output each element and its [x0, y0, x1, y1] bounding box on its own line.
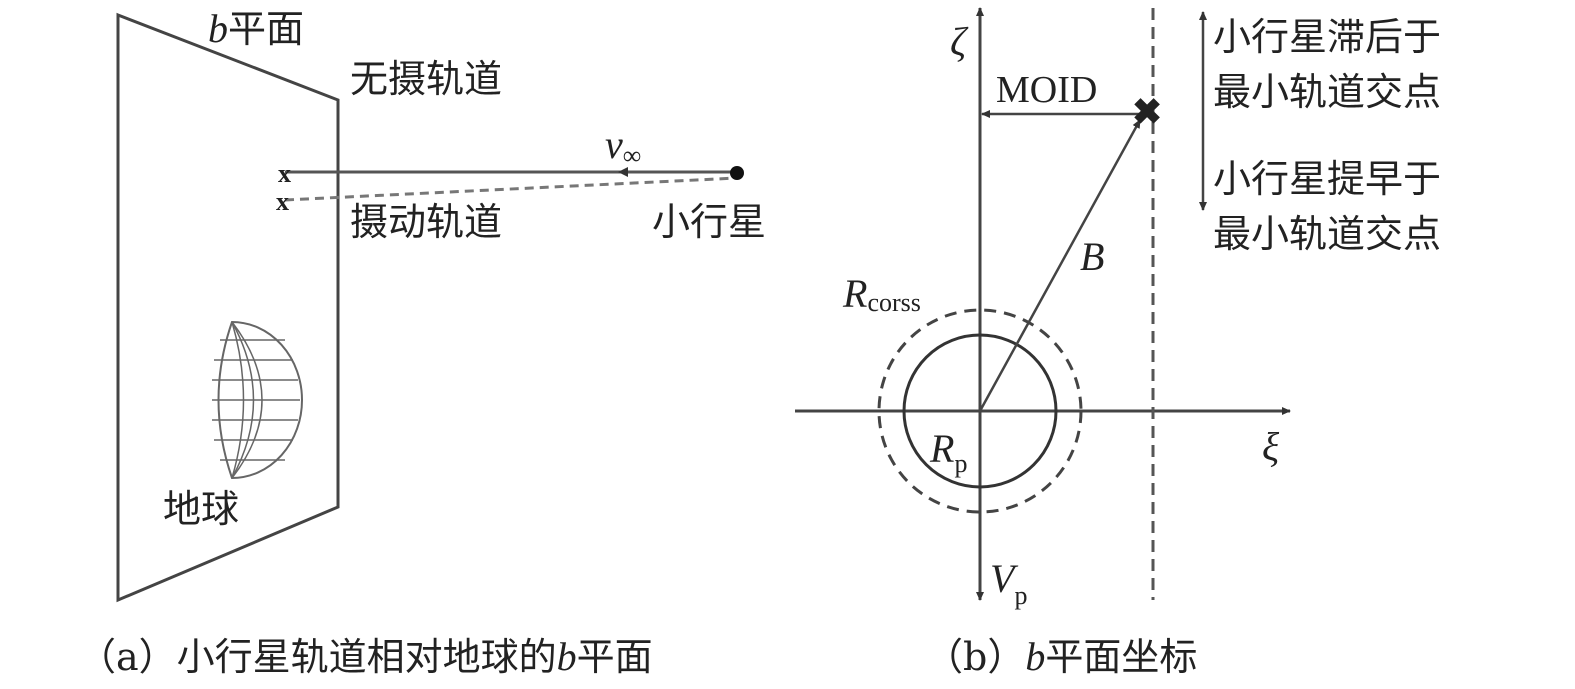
unperturbed-orbit-label: 无摄轨道 — [350, 57, 502, 101]
early-label-line1: 小行星提早于 — [1213, 157, 1441, 201]
asteroid-cross-icon: ✖ — [1132, 92, 1162, 132]
rp-circle — [902, 333, 1058, 489]
caption-a: （a）小行星轨道相对地球的b平面 — [78, 634, 653, 679]
zeta-label: ζ — [950, 19, 969, 64]
perturbed-orbit-line — [284, 176, 738, 202]
velocity-arrow-icon — [618, 167, 628, 177]
b-plane-label: b平面 — [208, 6, 304, 51]
moid-label: MOID — [996, 69, 1097, 111]
asteroid-label: 小行星 — [652, 200, 766, 244]
earth-icon — [212, 320, 303, 480]
r-cross-label: Rcorss — [842, 271, 921, 317]
r-p-label: Rp — [929, 426, 967, 478]
perturbed-orbit-label: 摄动轨道 — [350, 200, 502, 244]
lag-label-line2: 最小轨道交点 — [1213, 70, 1441, 114]
b-vector — [978, 119, 1142, 412]
early-label-line2: 最小轨道交点 — [1213, 212, 1441, 256]
marker-perturbed-icon: x — [276, 187, 289, 216]
panel-a: x x b平面 无摄轨道 v∞ 摄动轨道 小行星 地球 （a）小行星轨道相对地球… — [78, 6, 766, 679]
earth-label: 地球 — [163, 487, 239, 531]
b-vector-label: B — [1080, 234, 1104, 279]
marker-unperturbed-icon: x — [278, 159, 291, 188]
b-plane — [116, 12, 340, 603]
velocity-label: v∞ — [605, 122, 641, 170]
rcross-circle — [877, 308, 1083, 514]
v-p-label: Vp — [990, 556, 1027, 610]
panel-b: ✖ ζ ξ MOID B Rcorss Rp Vp 小行星滞后于 最小轨道交点 … — [795, 7, 1441, 679]
asteroid-dot — [730, 166, 744, 180]
caption-b: （b）b平面坐标 — [925, 634, 1197, 679]
xi-label: ξ — [1262, 424, 1280, 469]
lag-label-line1: 小行星滞后于 — [1213, 15, 1441, 59]
